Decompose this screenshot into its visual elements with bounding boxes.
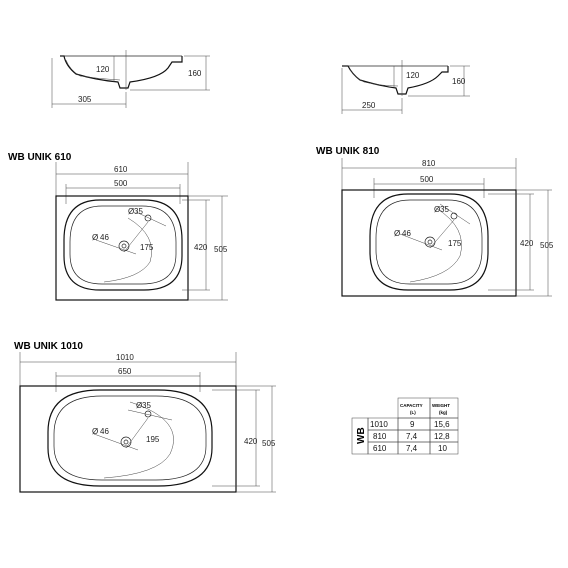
basin-1010-total-width: 1010 — [116, 353, 134, 362]
basin-1010-overflow-symbol: Ø — [136, 401, 142, 410]
basin-610-drain-hole — [118, 240, 130, 252]
spec-table-header-capacity: CAPACITY — [400, 403, 423, 408]
spec-table-model: 810 — [373, 432, 387, 441]
basin-810: WB UNIK 810 810 500 Ø 35 Ø 46 175 420 50… — [316, 146, 554, 297]
basin-810-offset: 175 — [448, 239, 462, 248]
basin-810-outer-depth: 505 — [540, 241, 554, 250]
basin-1010: WB UNIK 1010 1010 650 Ø 35 Ø 46 195 420 … — [14, 341, 276, 493]
basin-810-drain-leader — [399, 233, 443, 251]
basin-810-bowl-inner — [375, 199, 483, 285]
basin-810-outline — [341, 189, 517, 297]
basin-1010-drain: 46 — [100, 427, 109, 436]
basin-810-overflow-symbol: Ø — [434, 205, 440, 214]
basin-810-drain: 46 — [402, 229, 411, 238]
basin-610-inner-depth: 420 — [194, 243, 208, 252]
basin-610-overflow-symbol: Ø — [128, 207, 134, 216]
basin-610-overflow-hole — [144, 214, 152, 222]
basin-610-bowl-inner — [69, 205, 177, 285]
spec-table-capacity: 7,4 — [406, 444, 418, 453]
basin-810-bowl-width: 500 — [420, 175, 434, 184]
basin-1010-bowl-inner — [53, 395, 207, 481]
basin-1010-drain-inner — [123, 439, 129, 445]
spec-table-weight: 10 — [438, 444, 447, 453]
basin-810-title: WB UNIK 810 — [316, 146, 380, 157]
basin-810-inner-depth: 420 — [520, 239, 534, 248]
side-view-1-inner-line — [65, 59, 121, 81]
basin-810-drain-symbol: Ø — [394, 229, 400, 238]
basin-1010-drain-leader — [93, 433, 139, 451]
basin-610-total-width: 610 — [114, 165, 128, 174]
basin-810-overflow-hole — [450, 212, 458, 220]
basin-610-bowl-width: 500 — [114, 179, 128, 188]
spec-table-header-weight-cell — [429, 397, 459, 419]
basin-1010-outline — [19, 385, 237, 493]
spec-table-model: 610 — [373, 444, 387, 453]
spec-table-weight: 15,6 — [434, 420, 450, 429]
spec-table-weight: 12,8 — [434, 432, 450, 441]
side-view-2-height-inner: 120 — [406, 71, 420, 80]
side-view-2-profile — [342, 65, 449, 95]
spec-table-header-capacity-cell — [397, 397, 431, 419]
basin-1010-title: WB UNIK 1010 — [14, 341, 83, 352]
basin-610-outer-depth: 505 — [214, 245, 228, 254]
side-view-2-height-outer: 160 — [452, 77, 466, 86]
basin-1010-drain-symbol: Ø — [92, 427, 98, 436]
basin-1010-bowl-rim — [47, 389, 213, 487]
side-view-1-height-outer: 160 — [188, 69, 202, 78]
spec-table-capacity: 9 — [410, 420, 415, 429]
side-view-1: 120 160 305 — [51, 50, 210, 108]
basin-810-offset-line — [429, 219, 455, 249]
spec-table-model: 1010 — [370, 420, 388, 429]
basin-810-overflow-leader — [439, 203, 471, 225]
basin-810-drain-inner — [427, 239, 433, 245]
side-view-1-height-inner: 120 — [96, 65, 110, 74]
basin-610-title: WB UNIK 610 — [8, 152, 72, 163]
spec-table-header-weight-unit: (kg) — [439, 410, 448, 415]
side-view-2-depth: 250 — [362, 101, 376, 110]
side-view-1-profile — [60, 55, 183, 89]
side-view-2-inner-line — [349, 69, 399, 87]
basin-1010-drain-hole — [120, 436, 132, 448]
basin-810-overflow: 35 — [440, 205, 449, 214]
basin-1010-outer-depth: 505 — [262, 439, 276, 448]
basin-610-offset-line — [123, 221, 149, 253]
spec-table: CAPACITY (L) WEIGHT (kg) WB 1010 9 15,6 … — [351, 397, 459, 455]
basin-1010-offset-line — [125, 417, 149, 449]
basin-610-offset: 175 — [140, 243, 154, 252]
basin-610-overflow-leader — [135, 211, 167, 227]
basin-1010-inner-depth: 420 — [244, 437, 258, 446]
basin-810-total-width: 810 — [422, 159, 436, 168]
spec-table-row-label: WB — [356, 427, 367, 444]
basin-610-drain-leader — [95, 239, 137, 255]
basin-610-drain-inner — [121, 243, 127, 249]
spec-table-header-capacity-unit: (L) — [410, 410, 416, 415]
side-view-1-depth: 305 — [78, 95, 92, 104]
spec-table-cell-r2c2 — [429, 441, 459, 455]
basin-610-outline — [55, 195, 189, 301]
basin-810-slope-line — [409, 207, 462, 283]
basin-610-drain: 46 — [100, 233, 109, 242]
basin-610-overflow: 35 — [134, 207, 143, 216]
side-view-2: 120 160 250 — [341, 60, 470, 114]
basin-1010-bowl-width: 650 — [118, 367, 132, 376]
basin-810-bowl-rim — [369, 193, 489, 291]
spec-table-header-weight: WEIGHT — [432, 403, 450, 408]
spec-table-capacity: 7,4 — [406, 432, 418, 441]
basin-1010-overflow-leader — [127, 409, 173, 421]
basin-1010-overflow: 35 — [142, 401, 151, 410]
basin-1010-offset: 195 — [146, 435, 160, 444]
basin-610-bowl-rim — [63, 199, 183, 291]
basin-1010-slope-line — [103, 401, 174, 479]
basin-610-drain-symbol: Ø — [92, 233, 98, 242]
basin-610: WB UNIK 610 610 500 Ø 35 Ø 46 175 420 — [8, 152, 228, 301]
